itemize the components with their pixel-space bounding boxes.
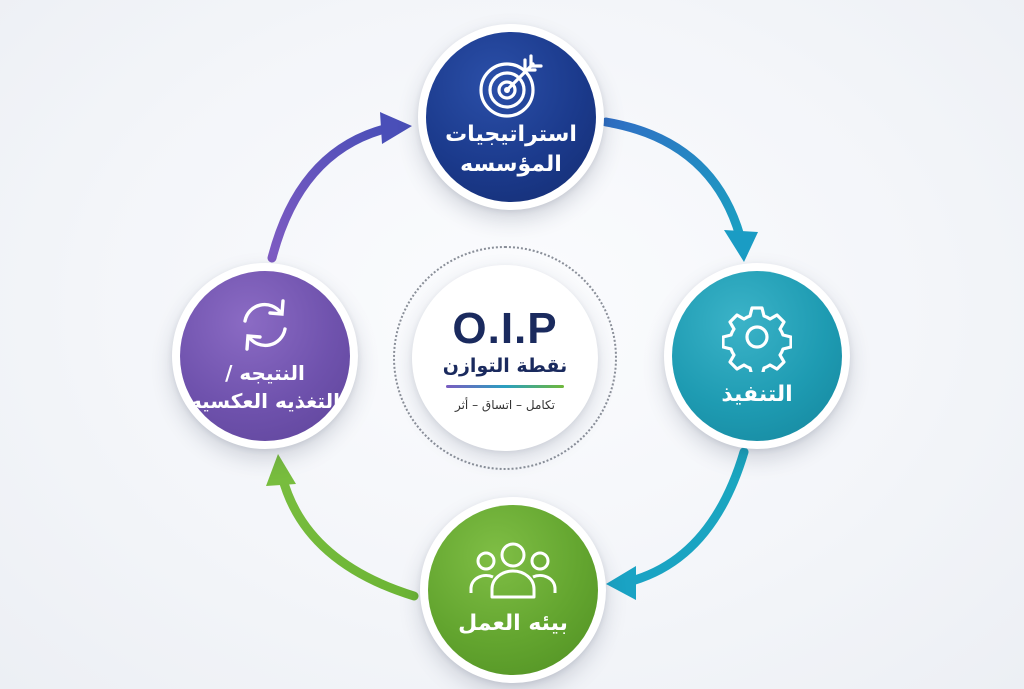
gear-icon <box>722 306 792 372</box>
center-subtitle: نقطة التوازن <box>442 354 568 377</box>
node-work-environment-label: بيئه العمل <box>458 611 568 636</box>
arrowhead-right-to-bottom <box>606 566 636 600</box>
center-dotted-ring <box>393 246 617 470</box>
arrow-bottom-to-left <box>277 471 419 601</box>
target-icon <box>479 54 543 118</box>
node-strategies-label: استراتيجيات المؤسسه <box>445 122 577 177</box>
node-execution: التنفيذ <box>664 263 850 449</box>
node-strategies: استراتيجيات المؤسسه <box>418 24 604 210</box>
node-result-feedback-label: النتيجه / التغذيه العكسيه <box>190 361 340 413</box>
node-execution-label: التنفيذ <box>721 382 793 407</box>
center-gradient-divider <box>446 384 564 388</box>
users-icon <box>469 542 557 599</box>
arrow-top-to-right <box>601 117 745 241</box>
arrow-right-to-bottom <box>623 447 749 587</box>
center-title: O.I.P <box>452 303 558 353</box>
arrowhead-top-to-right <box>724 230 758 262</box>
arrowhead-bottom-to-left <box>266 454 296 486</box>
refresh-icon <box>243 299 287 351</box>
center-hub: O.I.P نقطة التوازن تكامل – اتساق – أثر <box>412 265 598 451</box>
center-tagline: تكامل – اتساق – أثر <box>454 397 556 412</box>
node-work-environment: بيئه العمل <box>420 497 606 683</box>
arrowhead-left-to-top <box>380 112 412 144</box>
arrow-left-to-top <box>267 123 393 263</box>
node-result-feedback: النتيجه / التغذيه العكسيه <box>172 263 358 449</box>
